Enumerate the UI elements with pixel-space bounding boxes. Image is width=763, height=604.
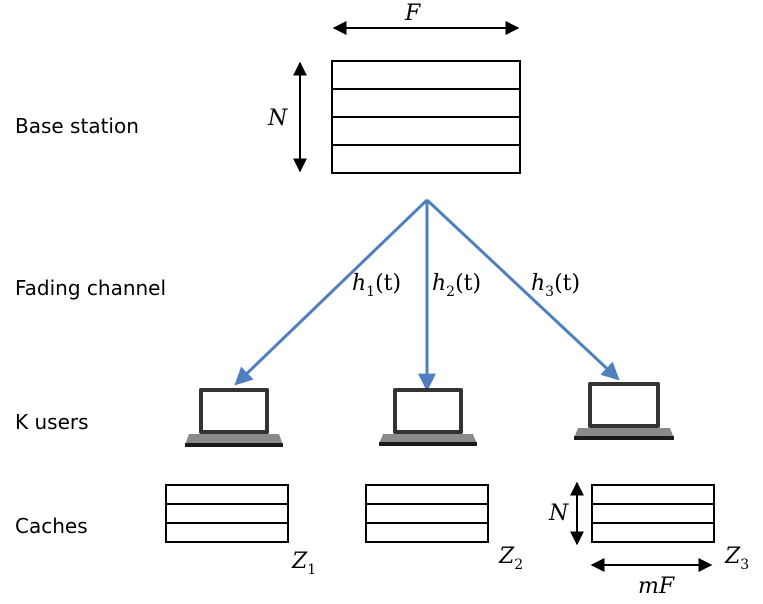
cache-3 xyxy=(591,484,715,543)
cache-box xyxy=(165,484,289,543)
laptop-icon xyxy=(574,382,674,440)
cache-label-3: Z3 xyxy=(724,544,749,573)
channel-arrow-1 xyxy=(234,198,429,386)
cache-1 xyxy=(165,484,289,543)
label-k-users: K users xyxy=(15,410,89,434)
laptop-icon xyxy=(379,388,477,446)
label-caches: Caches xyxy=(15,514,88,538)
library-width-label: F xyxy=(404,1,421,26)
cache-width-label: mF xyxy=(638,574,675,599)
cache-height-label: N xyxy=(548,501,569,526)
cache-label-1: Z1 xyxy=(291,549,316,578)
cache-label-2: Z2 xyxy=(498,544,523,573)
library-height-label: N xyxy=(267,106,288,131)
label-fading-channel: Fading channel xyxy=(15,276,166,300)
cache-box xyxy=(591,484,715,543)
cache-2 xyxy=(365,484,489,543)
channel-label-3: h3(t) xyxy=(531,271,580,300)
label-base-station: Base station xyxy=(15,114,139,138)
channel-arrow-3 xyxy=(425,198,620,381)
laptop-icon xyxy=(185,388,283,447)
base-station-library xyxy=(331,60,521,174)
cache-box xyxy=(365,484,489,543)
channel-label-2: h2(t) xyxy=(432,271,481,300)
channel-label-1: h1(t) xyxy=(352,271,401,300)
